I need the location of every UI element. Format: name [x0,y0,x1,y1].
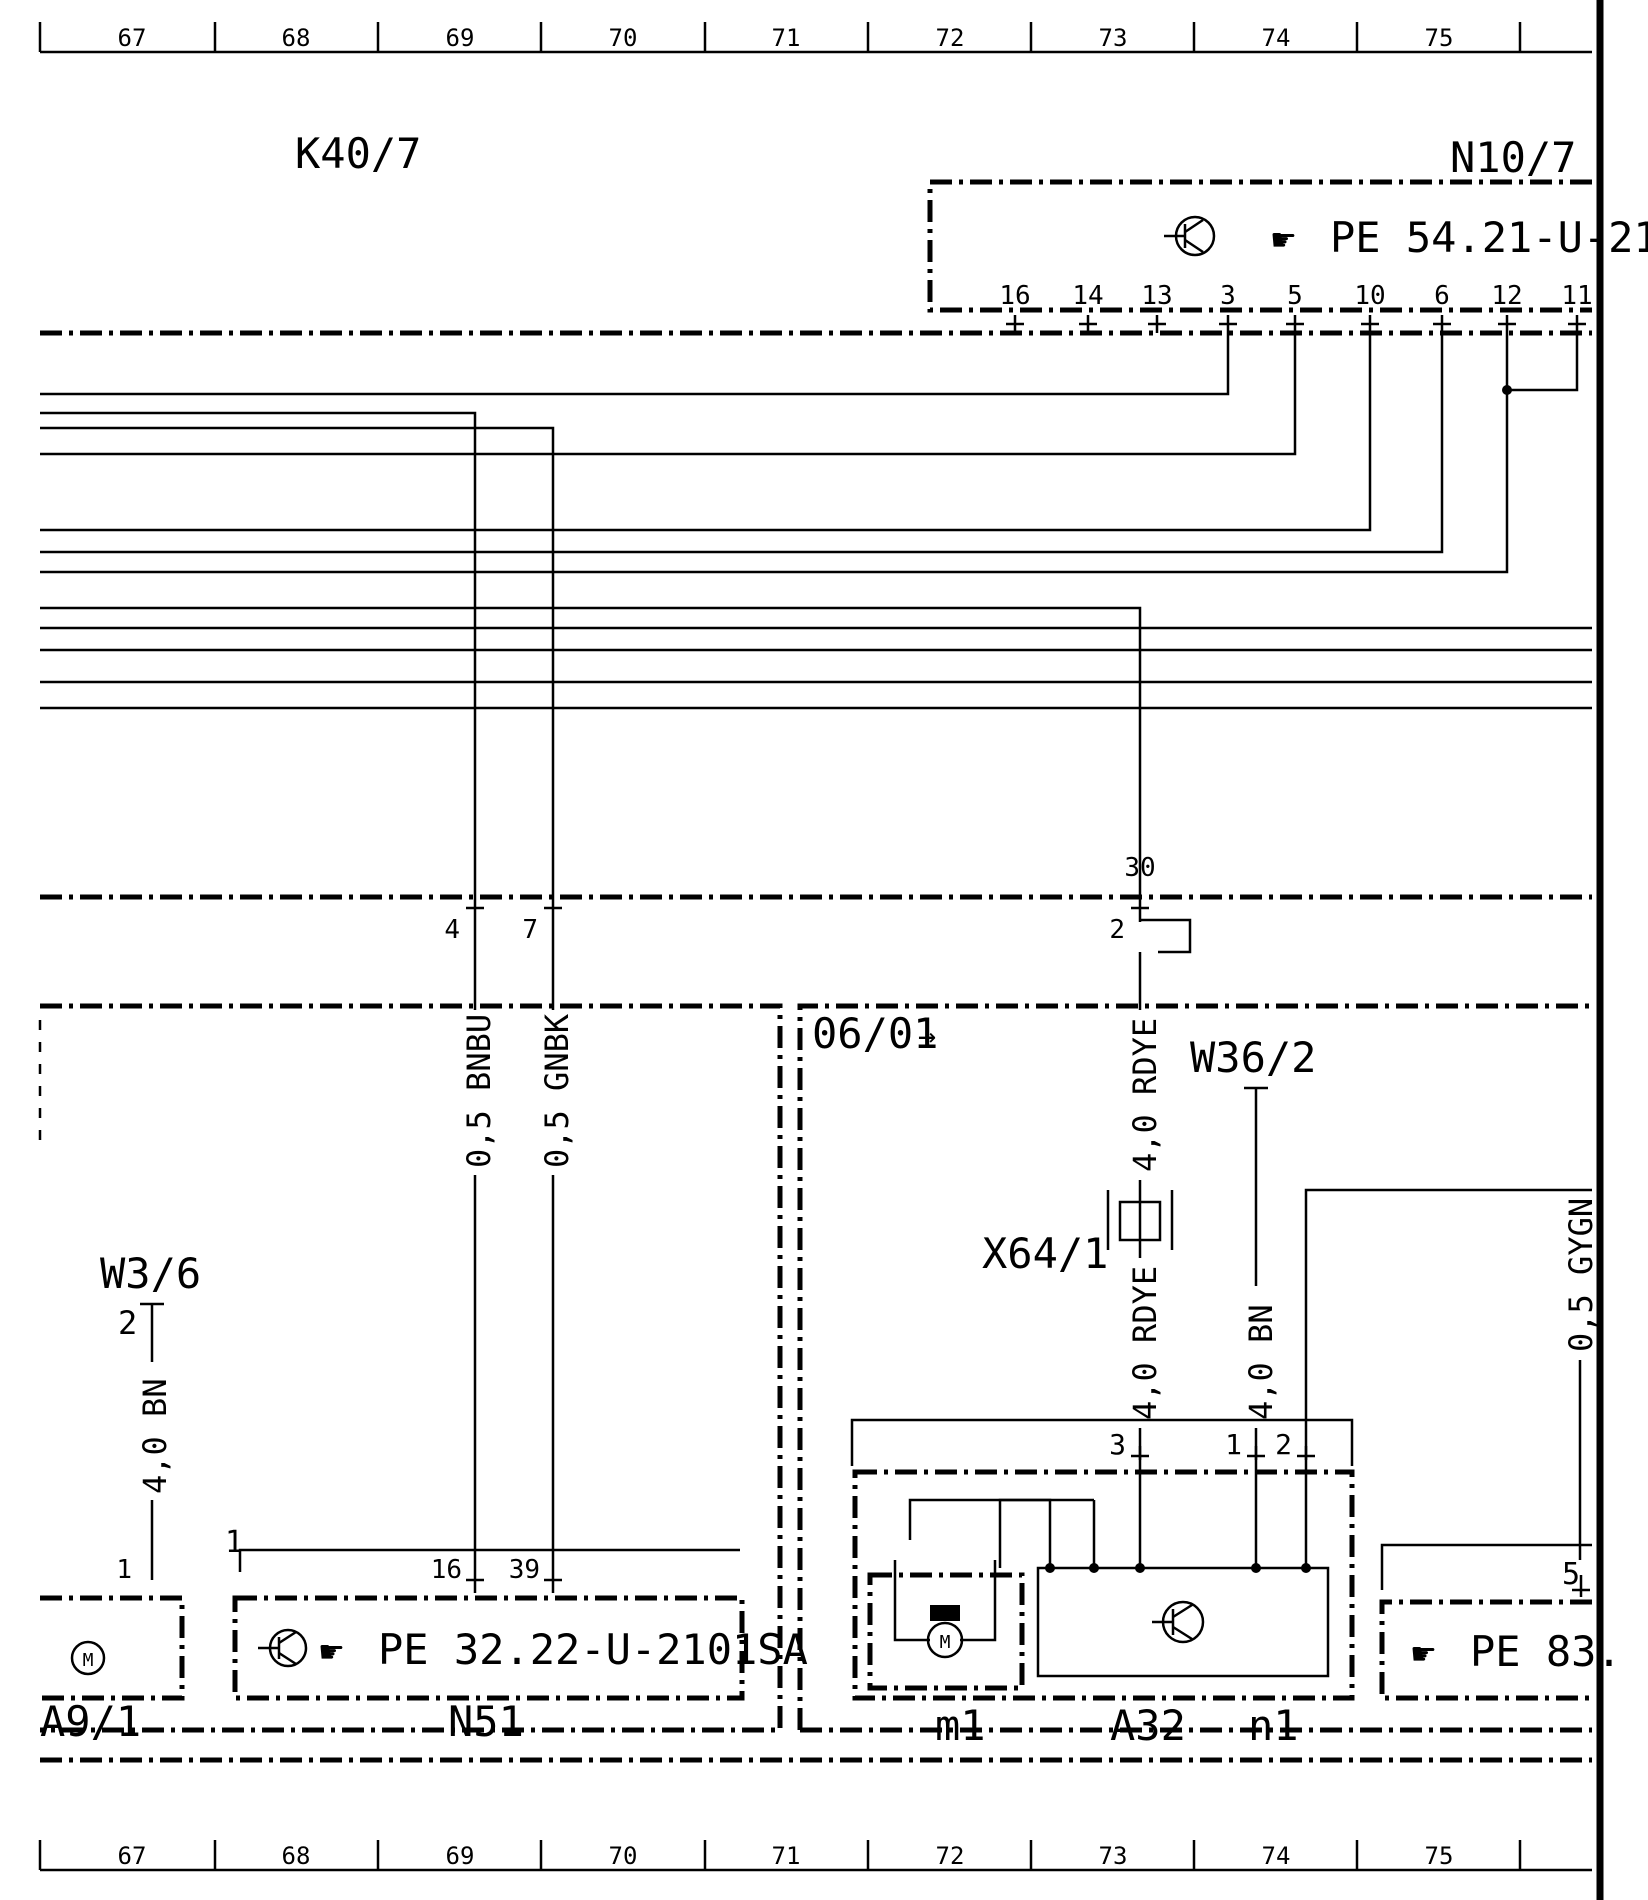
wire-label-rdye-bottom: 4,0 RDYE [1126,1266,1164,1420]
a32-module: 3 1 2 M m1 A32 n1 [850,1418,1355,1750]
a9-1-motor-icon: M [83,1650,94,1671]
w3-6-pin-2: 2 [118,1304,137,1342]
k40-7-pin-2: 2 [1109,915,1125,945]
grid-bottom-col-72: 72 [936,1842,965,1870]
right-module-ref: PE 83. [1470,1627,1622,1676]
w3-6-label: W3/6 [100,1249,201,1298]
n51-pointing-hand-icon: ☛ [318,1636,345,1669]
grid-bottom-col-68: 68 [282,1842,311,1870]
n51-label: N51 [448,1697,524,1746]
k40-7-pin-7: 7 [522,915,538,945]
n10-7-pin-12: 12 [1491,281,1522,311]
n10-7-pin-13: 13 [1141,281,1172,311]
grid-bottom-col-67: 67 [118,1842,147,1870]
a9-1-pin-1: 1 [116,1555,132,1585]
wire-label-bn-w36: 4,0 BN [1242,1304,1280,1420]
grid-bottom-col-69: 69 [446,1842,475,1870]
grid-col-69: 69 [446,24,475,52]
n10-7-connectors [1006,315,1586,333]
n1-label: n1 [1248,1701,1299,1750]
x64-1-label: X64/1 [982,1229,1108,1278]
grid-col-67: 67 [118,24,147,52]
grid-col-71: 71 [772,24,801,52]
grid-bottom: 67 68 69 70 71 72 73 74 75 [38,1840,1592,1872]
grid-col-72: 72 [936,24,965,52]
n10-7-pin-10: 10 [1354,281,1385,311]
a32-pin-2: 2 [1275,1428,1292,1461]
a9-1-label: A9/1 [40,1697,141,1746]
n10-7-pin-11: 11 [1561,281,1592,311]
k40-7-label: K40/7 [295,129,421,178]
grid-bottom-col-70: 70 [609,1842,638,1870]
a32-pin-3: 3 [1109,1428,1126,1461]
w36-2-area: W36/2 4,0 BN 0,5 GYGN [1190,1033,1600,1560]
a9-1-area: W3/6 2 4,0 BN 1 M A9/1 [40,1249,201,1746]
w36-2-label: W36/2 [1190,1033,1316,1082]
pointing-hand-icon: ☛ [1270,224,1297,257]
grid-bottom-col-75: 75 [1425,1842,1454,1870]
left-section-frame [40,1003,783,1733]
grid-bottom-col-74: 74 [1262,1842,1291,1870]
k40-7-pin-30: 30 [1124,853,1155,883]
grid-col-70: 70 [609,24,638,52]
n51-pin-1: 1 [225,1525,243,1560]
right-module: 5 ☛ PE 83. [1379,1543,1622,1701]
wire-label-gnbk: 0,5 GNBK [538,1013,576,1168]
n10-7-label: N10/7 [1450,133,1576,182]
grid-col-68: 68 [282,24,311,52]
right-pin-5: 5 [1562,1557,1580,1592]
wire-label-bn-w3: 4,0 BN [136,1378,174,1494]
n10-7-pin-14: 14 [1072,281,1103,311]
n10-7-pin-16: 16 [999,281,1030,311]
grid-col-73: 73 [1099,24,1128,52]
wire-label-rdye-top: 4,0 RDYE [1126,1018,1164,1172]
grid-col-74: 74 [1262,24,1291,52]
right-section-frame [797,1003,1592,1730]
date-note: 06/01 [812,1009,938,1058]
grid-bottom-col-73: 73 [1099,1842,1128,1870]
arrow-right-icon: → [918,1019,936,1054]
grid-col-75: 75 [1425,24,1454,52]
grid-top: 67 68 69 70 71 72 73 74 75 [38,22,1592,54]
bus-wires [40,333,1592,897]
grid-bottom-col-71: 71 [772,1842,801,1870]
m1-motor-icon: M [940,1632,951,1653]
n10-7-ref: PE 54.21-U-21 [1330,213,1648,262]
a32-label: A32 [1110,1701,1186,1750]
n10-7-module: ☛ PE 54.21-U-21 16 14 13 3 5 10 6 12 11 [927,179,1648,313]
n51-pin-39: 39 [509,1555,540,1585]
k40-7-pin-4: 4 [444,915,460,945]
right-pointing-hand-icon: ☛ [1410,1638,1437,1671]
wire-label-bnbu: 0,5 BNBU [460,1014,498,1168]
m1-label: m1 [935,1701,986,1750]
n10-7-pin-6: 6 [1434,281,1450,311]
k40-7-pins: 4 7 30 2 [444,853,1192,954]
n51-module: 1 16 39 ☛ PE 32.22-U-2101SA N51 [225,1525,808,1746]
n10-7-pin-3: 3 [1220,281,1236,311]
rdye-wire: 4,0 RDYE X64/1 4,0 RDYE [982,952,1174,1460]
n51-ref: PE 32.22-U-2101SA [378,1625,808,1674]
a32-pin-1: 1 [1225,1428,1242,1461]
wire-label-gygn: 0,5 GYGN [1562,1198,1600,1352]
n51-pin-16: 16 [431,1555,462,1585]
n10-7-pin-5: 5 [1287,281,1303,311]
